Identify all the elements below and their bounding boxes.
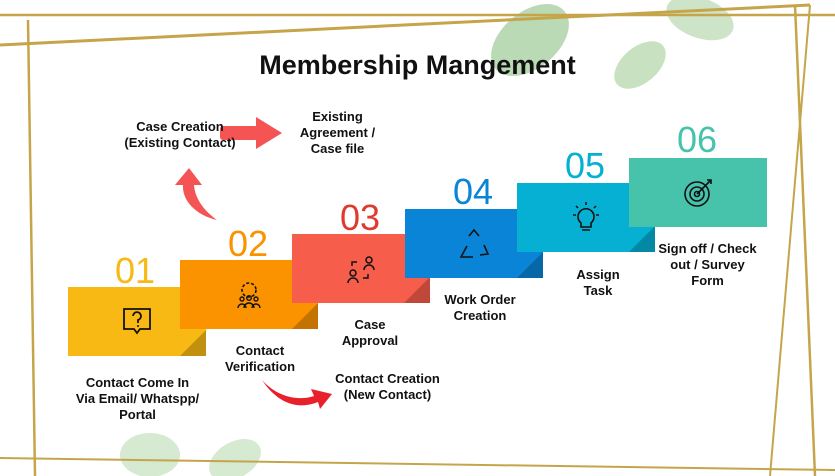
step-01-label: Contact Come In Via Email/ Whatspp/ Port…: [75, 375, 200, 422]
step-06-box: [629, 158, 767, 227]
step-number-06: 06: [676, 119, 718, 160]
recycle-icon: [459, 228, 490, 258]
step-number-05: 05: [564, 145, 606, 186]
question-chat-icon: [123, 308, 151, 335]
existing-agreement-label: Existing Agreement / Case file: [299, 109, 376, 156]
step-05-label: Assign Task: [576, 267, 620, 298]
step-06-label: Sign off / Check out / Survey Form: [658, 241, 757, 288]
team-gear-icon: [237, 282, 261, 309]
step-number-02: 02: [227, 223, 269, 264]
lightbulb-icon: [573, 202, 599, 231]
contact-creation-label: Contact Creation (New Contact): [335, 371, 440, 402]
page-title: Membership Mangement: [259, 50, 576, 80]
step-number-03: 03: [339, 197, 381, 238]
step-02-label: Contact Verification: [224, 343, 296, 374]
case-creation-label: Case Creation (Existing Contact): [124, 119, 236, 150]
step-number-04: 04: [452, 171, 494, 212]
step-03-label: Case Approval: [341, 317, 399, 348]
step-04-label: Work Order Creation: [444, 292, 516, 323]
right-arrow-icon: [220, 117, 282, 149]
user-exchange-icon: [347, 256, 375, 284]
curved-up-arrow-icon: [175, 168, 217, 220]
target-icon: [684, 179, 712, 207]
step-number-01: 01: [114, 250, 156, 291]
curved-right-arrow-icon: [262, 380, 332, 409]
